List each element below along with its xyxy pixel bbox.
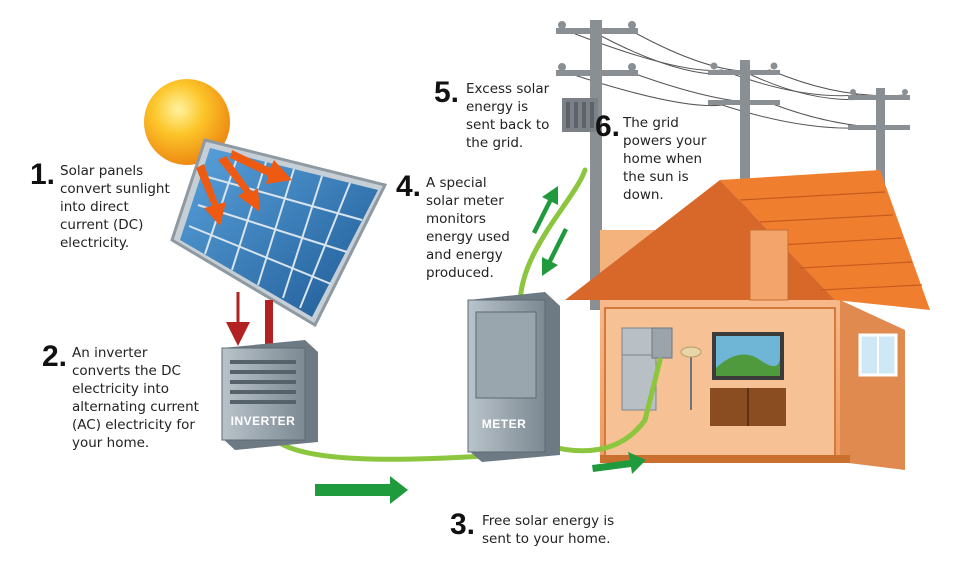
step-3: 3. Free solar energy is sent to your hom… bbox=[450, 510, 650, 554]
step-4-text: A special solar meter monitors energy us… bbox=[426, 175, 510, 281]
step-6-text: The grid powers your home when the sun i… bbox=[623, 115, 707, 203]
step-6-number: 6. bbox=[595, 110, 621, 143]
step-1-text: Solar panels convert sunlight into direc… bbox=[60, 163, 170, 251]
step-3-number: 3. bbox=[450, 508, 476, 541]
step-2-text: An inverter converts the DC electricity … bbox=[72, 345, 199, 451]
sun-rays bbox=[196, 150, 292, 226]
step-1: 1. Solar panels convert sunlight into di… bbox=[30, 160, 190, 270]
step-5-number: 5. bbox=[434, 76, 460, 109]
utility-pole-middle bbox=[708, 60, 780, 210]
inverter-label: INVERTER bbox=[231, 414, 296, 428]
step-5-text: Excess solar energy is sent back to the … bbox=[466, 81, 550, 151]
inverter: INVERTER bbox=[221, 340, 318, 450]
step-1-number: 1. bbox=[30, 158, 56, 191]
step-2: 2. An inverter converts the DC electrici… bbox=[42, 342, 232, 467]
step-3-text: Free solar energy is sent to your home. bbox=[482, 513, 615, 547]
step-6: 6. The grid powers your home when the su… bbox=[595, 110, 707, 212]
utility-pole-left bbox=[556, 20, 638, 310]
flow-arrows bbox=[315, 186, 646, 504]
step-5: 5. Excess solar energy is sent back to t… bbox=[434, 78, 564, 158]
meter: METER bbox=[467, 292, 560, 462]
step-4: 4. A special solar meter monitors energy… bbox=[396, 172, 526, 287]
utility-pole-right bbox=[848, 88, 910, 228]
meter-label: METER bbox=[482, 417, 527, 431]
house bbox=[565, 170, 930, 470]
step-4-number: 4. bbox=[396, 170, 422, 203]
step-2-number: 2. bbox=[42, 340, 68, 373]
solar-panel bbox=[170, 138, 388, 352]
